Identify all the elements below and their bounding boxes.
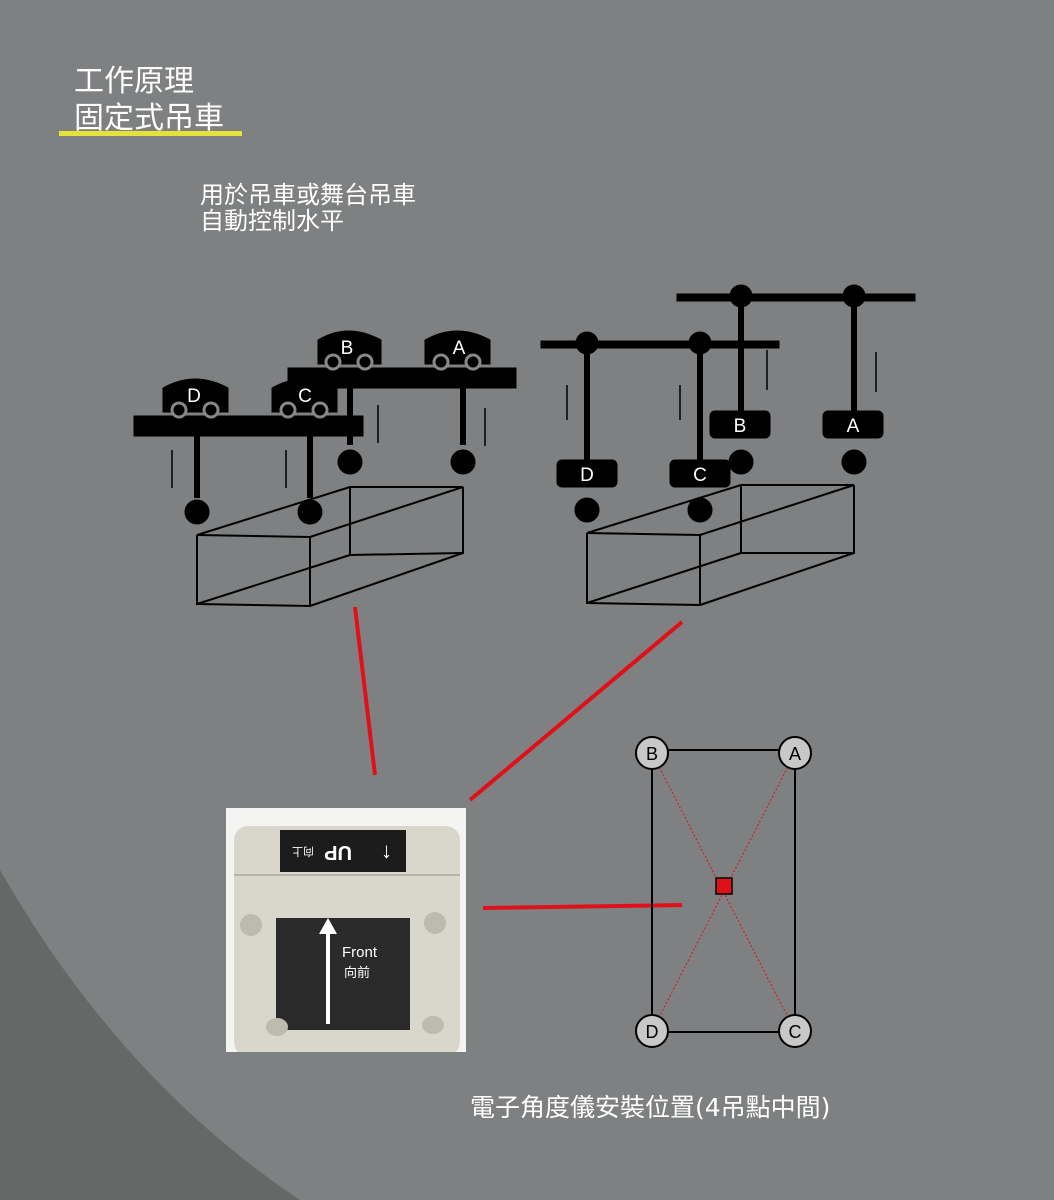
up-label-cn: 向上 (292, 845, 314, 857)
svg-text:D: D (646, 1022, 659, 1042)
svg-text:D: D (187, 386, 201, 407)
svg-text:A: A (453, 338, 466, 359)
rail-dc (133, 415, 364, 437)
hooks (184, 449, 476, 525)
up-label: UP (324, 841, 352, 863)
title-underline (59, 131, 242, 136)
svg-text:D: D (580, 465, 594, 486)
front-arrow-icon (326, 926, 330, 1024)
sensor-marker (715, 877, 733, 895)
trolley-d: D (162, 378, 229, 419)
front-label-cn: 向前 (344, 965, 371, 980)
svg-text:C: C (789, 1022, 802, 1042)
trolley-a: A (424, 330, 491, 371)
sensor-position-diagram: B A D C (635, 736, 812, 1048)
svg-text:C: C (693, 465, 707, 486)
svg-text:A: A (847, 416, 860, 437)
rail-ba (287, 367, 517, 389)
svg-text:B: B (341, 338, 354, 359)
title-line-1: 工作原理 (74, 64, 194, 99)
description-line-2: 自動控制水平 (200, 207, 344, 235)
pulley-crane-diagram: D C B A (540, 284, 916, 607)
load-box (196, 486, 464, 608)
description-line-1: 用於吊車或舞台吊車 (200, 181, 416, 209)
title-line-2: 固定式吊車 (74, 101, 224, 136)
svg-text:C: C (298, 386, 312, 407)
connector-lines (353, 606, 684, 910)
up-arrow-icon: ↑ (381, 841, 392, 866)
svg-text:A: A (789, 744, 801, 764)
trolley-crane-diagram: B A D C (133, 330, 517, 608)
sensor-position-caption: 電子角度儀安裝位置(4吊點中間) (470, 1093, 831, 1122)
front-label: Front (342, 944, 378, 961)
trolley-c: C (271, 378, 338, 419)
svg-text:B: B (646, 744, 658, 764)
trolley-b: B (317, 330, 382, 371)
sensor-photo: UP 向上 ↑ Front 向前 (226, 808, 466, 1052)
background-arc (0, 870, 300, 1200)
svg-text:B: B (734, 416, 747, 437)
